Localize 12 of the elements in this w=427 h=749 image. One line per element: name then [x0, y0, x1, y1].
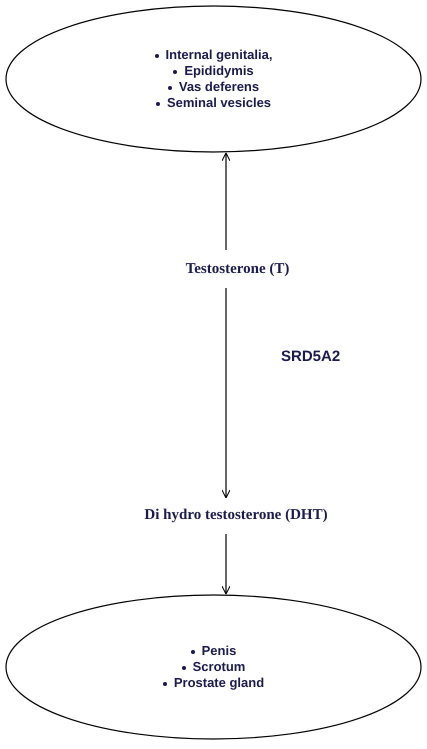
list-item: Epididymis — [173, 63, 254, 79]
list-item: Vas deferens — [168, 79, 260, 95]
arrow — [221, 288, 231, 499]
arrow — [221, 534, 231, 595]
list-item: Internal genitalia, — [154, 47, 272, 63]
list-item: Prostate gland — [162, 675, 264, 691]
hormone-label: Di hydro testosterone (DHT) — [144, 506, 328, 524]
list-item: Scrotum — [182, 659, 246, 675]
hormone-label: Testosterone (T) — [186, 260, 290, 278]
list-item: Seminal vesicles — [156, 95, 272, 111]
arrow — [221, 152, 231, 250]
list-item: Penis — [190, 643, 236, 659]
